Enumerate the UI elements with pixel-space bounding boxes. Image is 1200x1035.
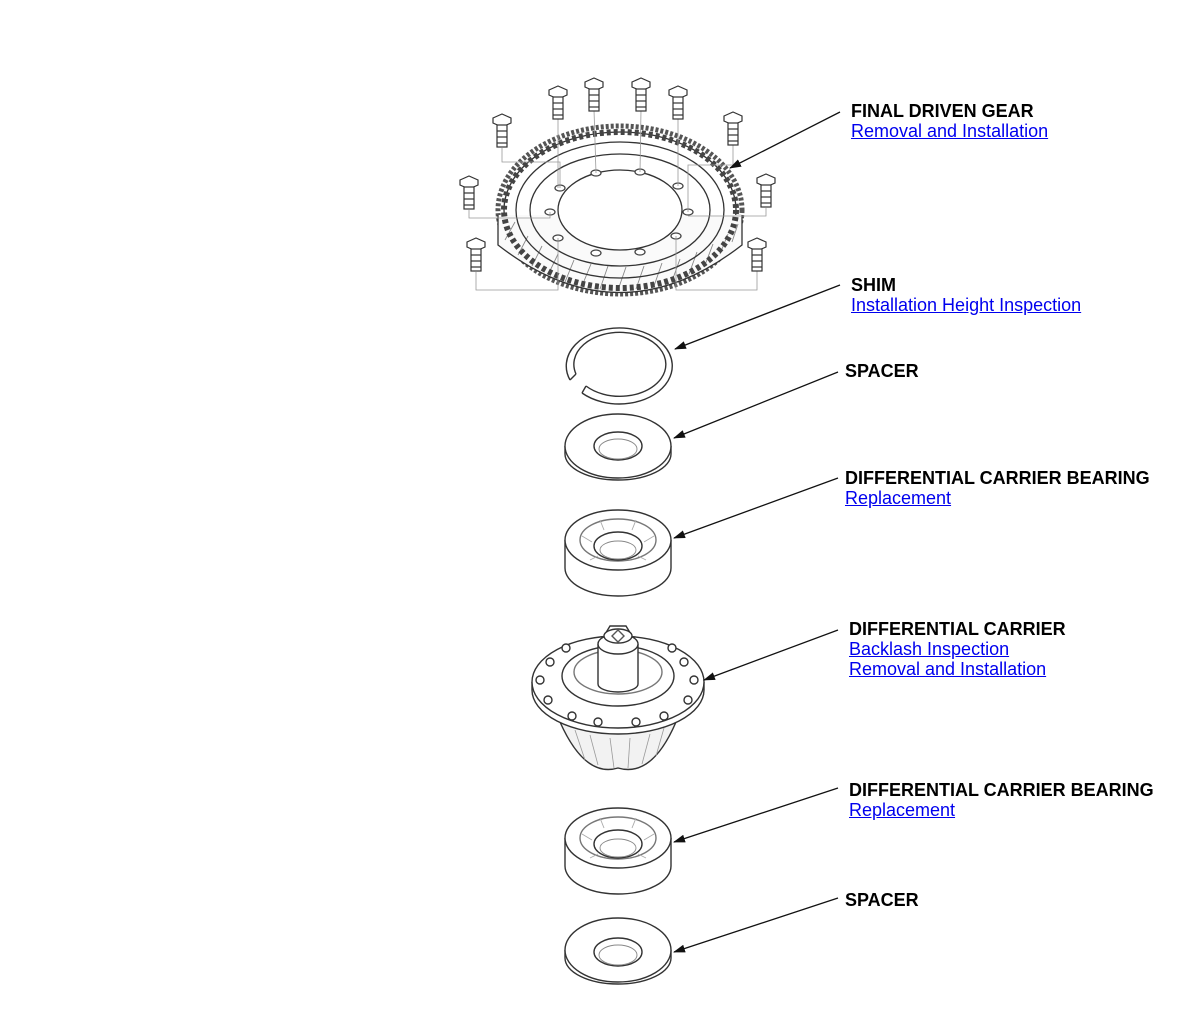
part-title: SPACER	[845, 890, 919, 910]
arrow-shim	[674, 284, 841, 350]
arrow-bearing-lower	[673, 787, 839, 843]
callout-differential-carrier-bearing-upper: DIFFERENTIAL CARRIER BEARING Replacement	[845, 468, 1150, 508]
part-title: DIFFERENTIAL CARRIER BEARING	[845, 468, 1150, 488]
spacer-illustration-lower	[564, 917, 672, 985]
link-backlash-inspection[interactable]: Backlash Inspection	[849, 639, 1010, 659]
callout-differential-carrier-bearing-lower: DIFFERENTIAL CARRIER BEARING Replacement	[849, 780, 1154, 820]
final-driven-gear-illustration	[459, 77, 776, 297]
arrow-differential-carrier	[703, 629, 839, 681]
arrow-bearing-upper	[673, 477, 839, 539]
callout-spacer-lower: SPACER	[845, 890, 919, 910]
callout-shim: SHIM Installation Height Inspection	[851, 275, 1081, 315]
differential-carrier-illustration	[531, 625, 705, 771]
link-replacement[interactable]: Replacement	[849, 800, 956, 820]
link-installation-height-inspection[interactable]: Installation Height Inspection	[851, 295, 1082, 315]
differential-carrier-bearing-illustration-lower	[564, 807, 672, 895]
spacer-illustration-upper	[564, 413, 672, 481]
link-removal-and-installation[interactable]: Removal and Installation	[849, 659, 1047, 679]
callout-spacer-upper: SPACER	[845, 361, 919, 381]
part-title: SPACER	[845, 361, 919, 381]
link-replacement[interactable]: Replacement	[845, 488, 952, 508]
leader-arrows	[673, 111, 841, 953]
part-title: DIFFERENTIAL CARRIER	[849, 619, 1066, 639]
arrow-spacer-upper	[673, 371, 839, 439]
shim-illustration	[565, 327, 673, 405]
callout-differential-carrier: DIFFERENTIAL CARRIER Backlash Inspection…	[849, 619, 1066, 679]
link-removal-and-installation[interactable]: Removal and Installation	[851, 121, 1049, 141]
differential-carrier-bearing-illustration-upper	[564, 509, 672, 597]
part-title: DIFFERENTIAL CARRIER BEARING	[849, 780, 1154, 800]
arrow-spacer-lower	[673, 897, 839, 953]
part-title: SHIM	[851, 275, 896, 295]
arrow-final-driven-gear	[729, 111, 841, 169]
part-title: FINAL DRIVEN GEAR	[851, 101, 1034, 121]
callout-final-driven-gear: FINAL DRIVEN GEAR Removal and Installati…	[851, 101, 1048, 141]
